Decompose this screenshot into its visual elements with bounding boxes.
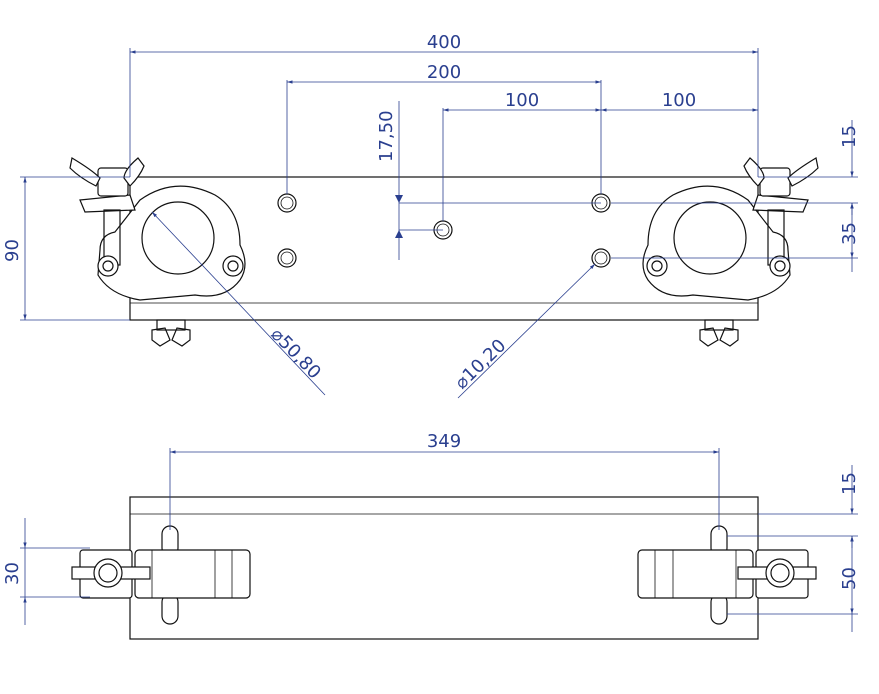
left-bolt-head-b-inner — [227, 260, 239, 272]
hole-lower-left-inner — [280, 251, 294, 265]
dim-left-pitch: 100 — [505, 90, 539, 111]
right-wing-ear-r — [787, 157, 819, 187]
arrow-17-50-b — [395, 230, 403, 238]
right-wing-nut-body — [759, 167, 791, 197]
left-bottom-nut — [156, 319, 186, 331]
arrow-17-50-a — [395, 195, 403, 203]
right-bolt-head-a-inner — [774, 260, 786, 272]
dim-hole-spacing: 35 — [839, 222, 860, 245]
hole-upper-left-inner — [280, 196, 294, 210]
left-wing-nut-body — [97, 167, 129, 197]
right-bottom-ear-b — [719, 327, 739, 347]
right-wing-nut-inner — [770, 563, 790, 583]
left-wing-lever — [79, 194, 136, 213]
right-clamp — [642, 157, 819, 347]
right-bolt-head-b-inner — [651, 260, 663, 272]
dim-clamp-width: 30 — [2, 562, 23, 585]
right-bolt-head-a — [769, 255, 791, 277]
left-bottom-ear-b — [171, 327, 191, 347]
leader-50-80 — [151, 211, 326, 396]
top-dimensions: 349 15 50 30 — [2, 431, 860, 632]
left-wing-nut-inner — [98, 563, 118, 583]
left-clamp-top — [71, 549, 251, 599]
dim-slot-span: 349 — [427, 431, 461, 452]
dim-hole-span: 200 — [427, 62, 461, 83]
dim-slot-length: 50 — [839, 567, 860, 590]
front-view: 400 200 100 100 17,50 90 — [2, 32, 860, 399]
dim-height: 90 — [2, 239, 23, 262]
leader-10-20 — [457, 263, 596, 399]
dim-clamp-diameter: ⌀50,80 — [266, 324, 324, 383]
dim-hole-diameter: ⌀10,20 — [451, 335, 510, 393]
top-view: 349 15 50 30 — [2, 431, 860, 640]
dim-top-view-margin: 15 — [839, 472, 860, 495]
hole-lower-right — [591, 248, 611, 268]
left-bottom-ear-a — [151, 327, 171, 347]
right-wing-lever — [752, 194, 809, 213]
right-wing-nut-top — [765, 558, 795, 588]
left-bolt-head-b — [222, 255, 244, 277]
dim-top-margin: 15 — [839, 125, 860, 148]
hole-lower-left — [277, 248, 297, 268]
left-wing-ear-l — [69, 157, 101, 187]
left-wing-nut-top — [93, 558, 123, 588]
dim-overall-width: 400 — [427, 32, 461, 53]
left-bolt-head-a — [97, 255, 119, 277]
right-clamp-bore — [673, 201, 747, 275]
right-bottom-ear-a — [699, 327, 719, 347]
right-bottom-nut — [704, 319, 734, 331]
dim-vertical-offset: 17,50 — [376, 110, 397, 162]
right-clamp-top — [637, 549, 817, 599]
hole-lower-right-inner — [594, 251, 608, 265]
left-bolt-head-a-inner — [102, 260, 114, 272]
dim-right-pitch: 100 — [662, 90, 696, 111]
right-bolt-head-b — [646, 255, 668, 277]
